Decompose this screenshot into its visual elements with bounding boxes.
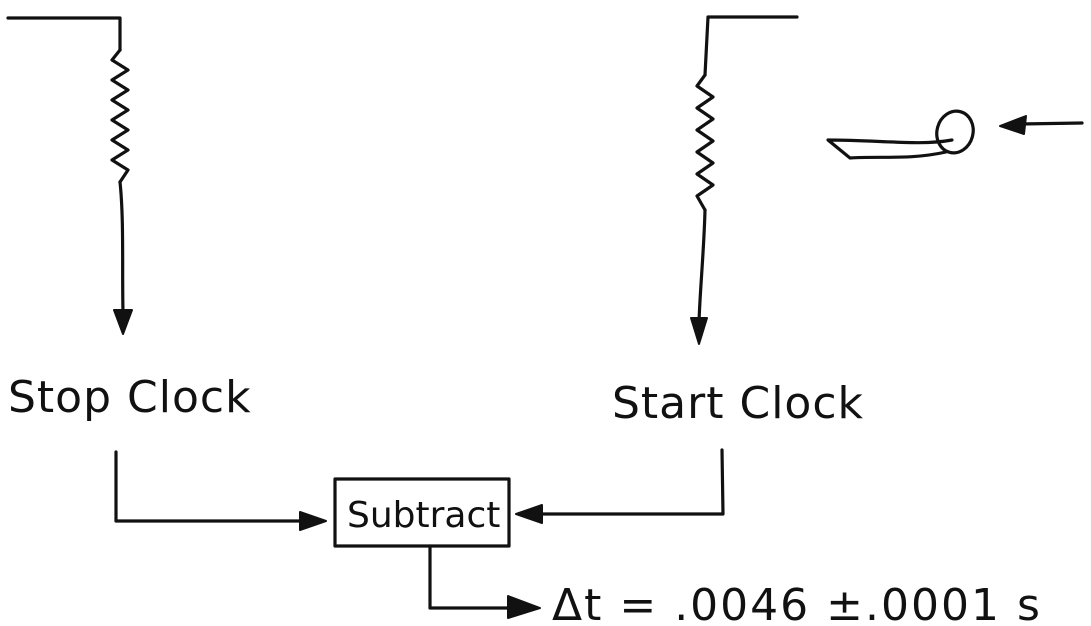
direction-arrow-head (999, 115, 1027, 135)
stop-sensor-wire-top (6, 16, 122, 52)
subtract-output-arrowhead (507, 595, 541, 619)
subtract-box: Subtract (333, 477, 511, 548)
direction-arrow-shaft (1018, 121, 1084, 126)
start-to-subtract-line (538, 448, 725, 516)
bullet-body (826, 138, 954, 160)
stop-to-subtract-line (114, 450, 304, 523)
start-to-subtract-arrowhead (515, 504, 543, 524)
stop-sensor-resistor (110, 48, 130, 184)
subtract-box-frame (333, 477, 511, 548)
arrow-left-icon (999, 115, 1084, 135)
stop-clock-label: Stop Clock (8, 372, 252, 423)
start-sensor-wire-top (703, 15, 799, 77)
start-sensor-resistor (695, 73, 715, 212)
stop-sensor-wire-down (118, 180, 125, 314)
stop-to-subtract-arrowhead (299, 511, 327, 531)
subtract-output-line (428, 544, 512, 610)
start-sensor-arrowhead (690, 317, 708, 345)
stop-sensor (6, 16, 133, 335)
subtract-label: Subtract (347, 495, 500, 536)
stop-sensor-arrowhead (113, 309, 133, 335)
start-clock-label: Start Clock (612, 378, 864, 429)
delta-t-result: Δt = .0046 ±.0001 s (552, 580, 1042, 626)
start-sensor (690, 15, 799, 345)
bullet-icon (826, 109, 975, 160)
start-sensor-wire-down (697, 208, 707, 324)
bullet-base (935, 109, 975, 155)
